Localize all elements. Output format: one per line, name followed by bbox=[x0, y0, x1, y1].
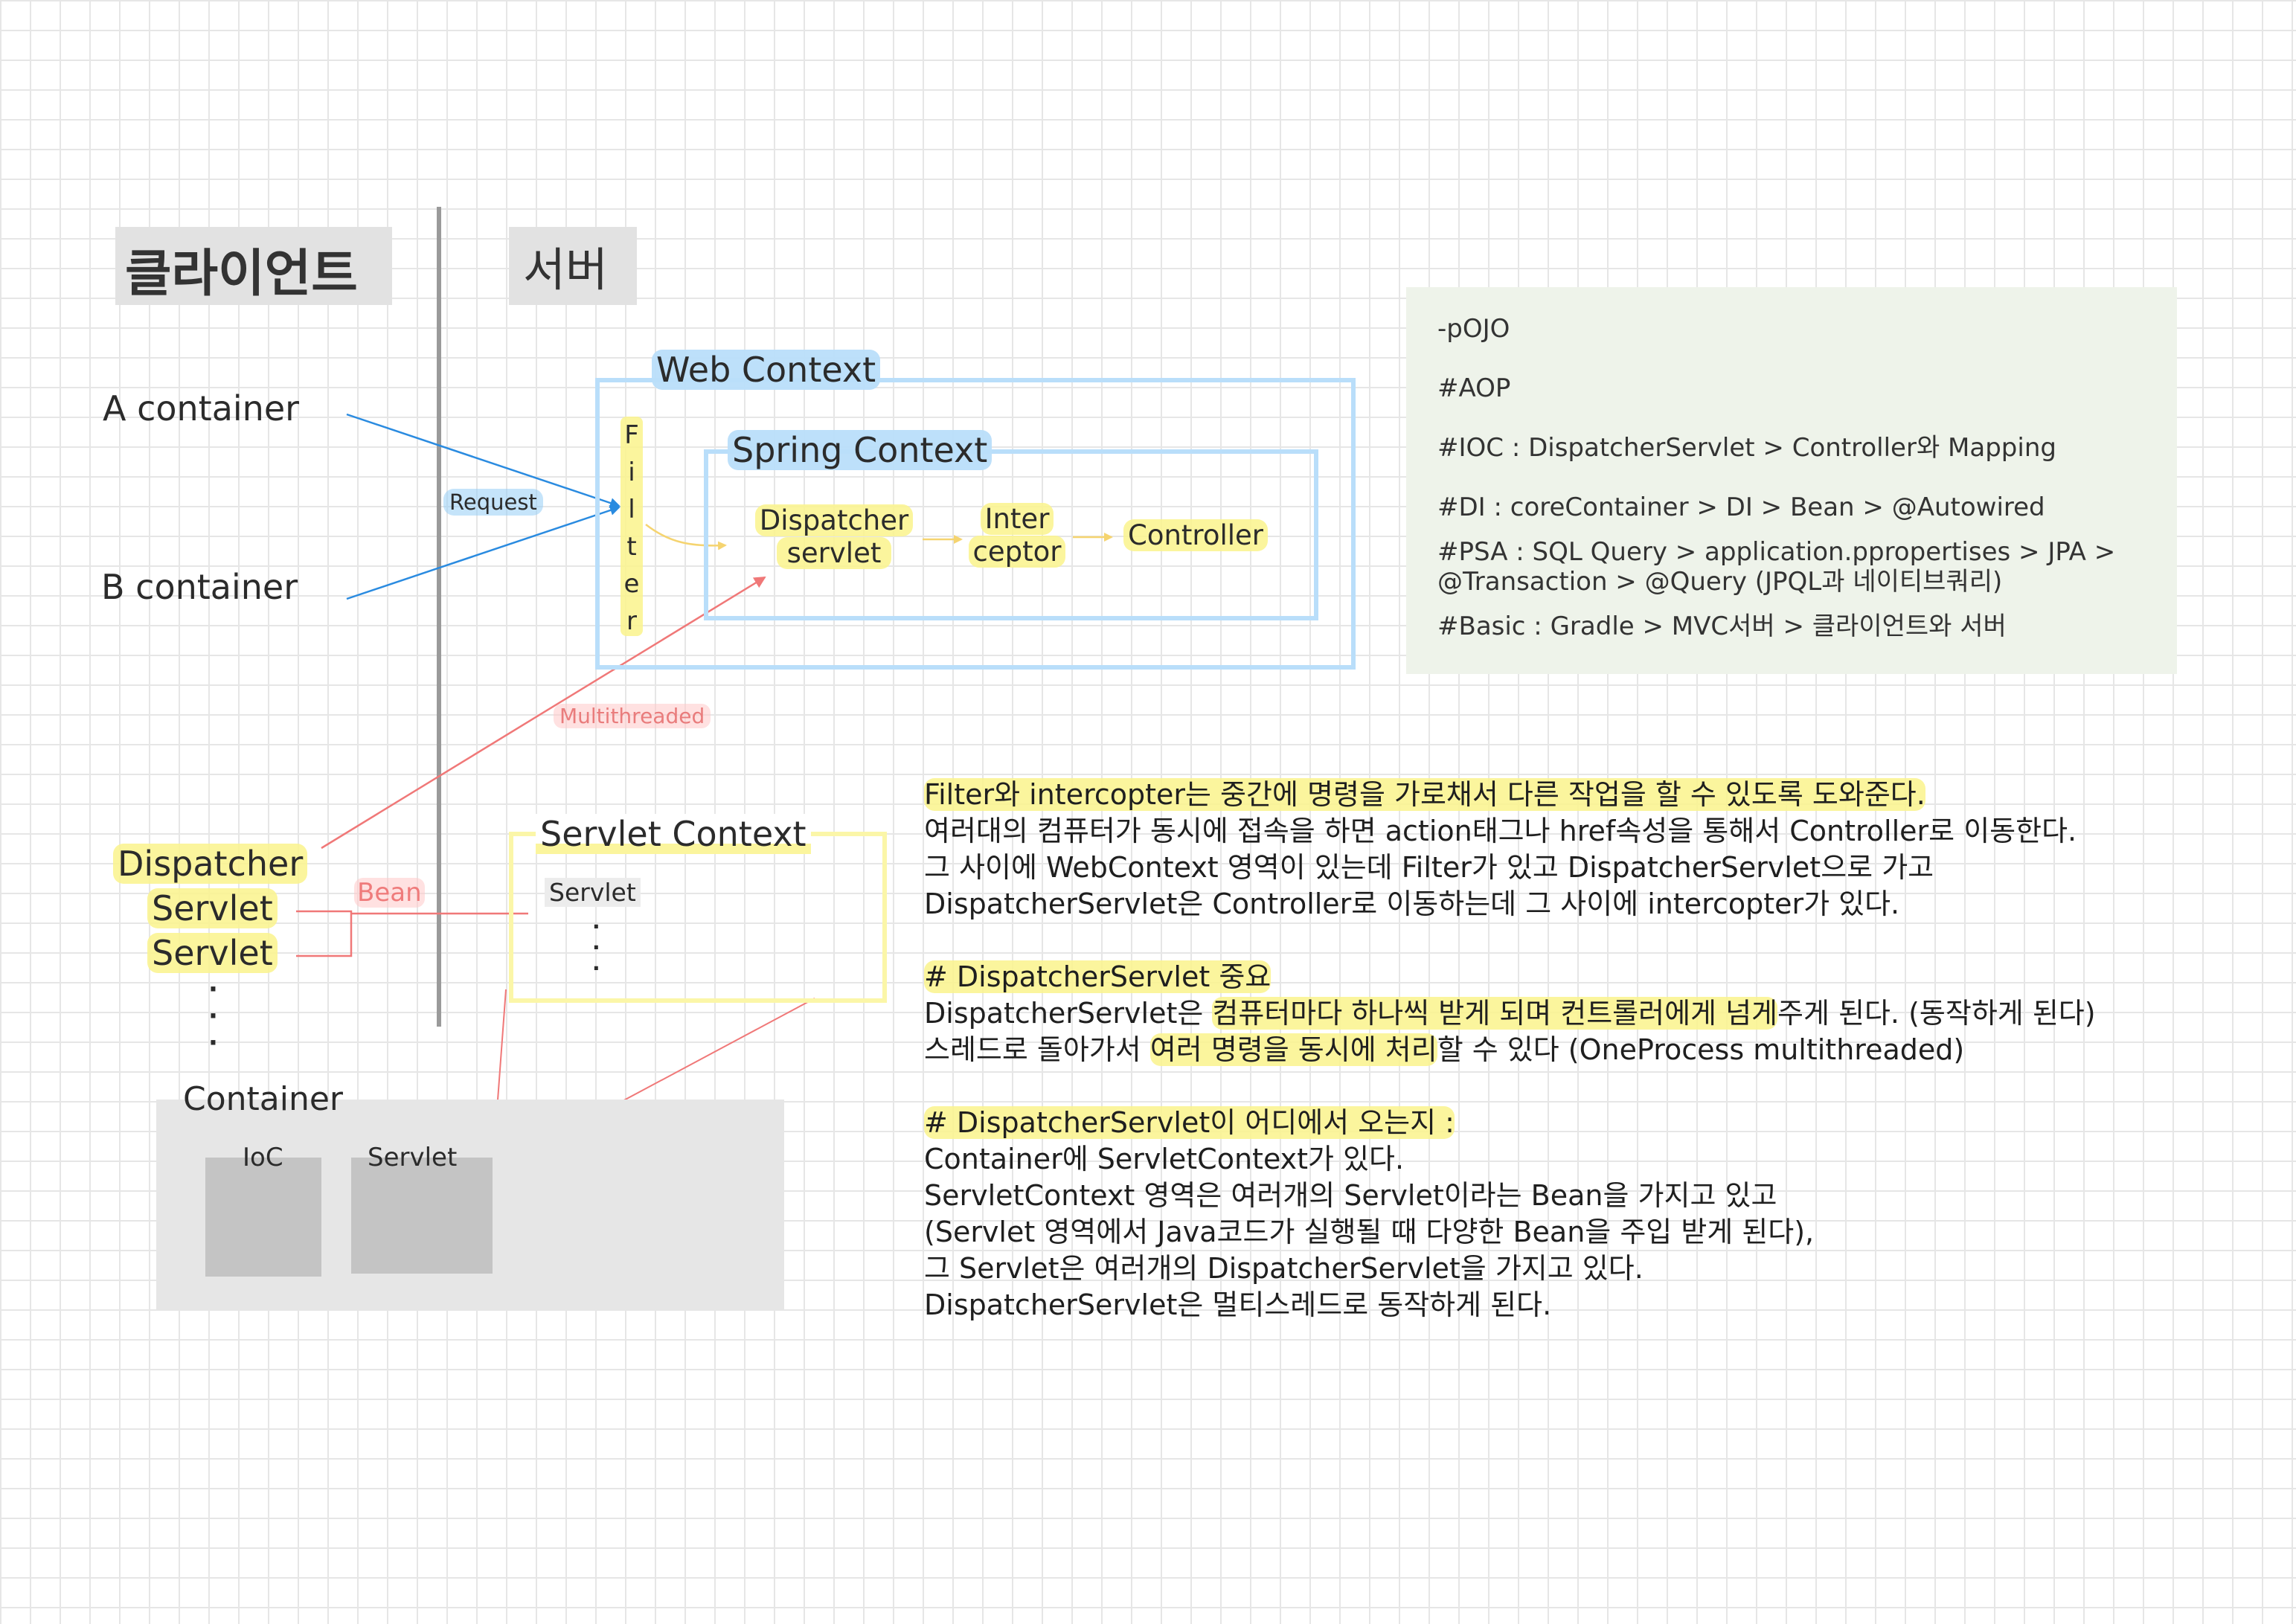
dispatcher-servlet-line2: servlet bbox=[776, 537, 892, 569]
bean-label: Bean bbox=[354, 878, 425, 908]
filter-label: F i l t e r bbox=[621, 417, 643, 640]
explanation-line: DispatcherServlet은 Controller로 이동하는데 그 사… bbox=[924, 888, 1900, 920]
left-dispatcher: Dispatcher bbox=[113, 844, 308, 884]
filter-strip bbox=[621, 417, 643, 636]
spring-context-box bbox=[704, 449, 1318, 620]
server-heading: 서버 bbox=[523, 243, 609, 297]
explanation-line: 여러대의 컴퓨터가 동시에 접속을 하면 action태그나 href속성을 통… bbox=[924, 815, 2077, 847]
explanation-line: DispatcherServlet은 멀티스레드로 동작하게 된다. bbox=[924, 1288, 1552, 1321]
explanation-line: Container에 ServletContext가 있다. bbox=[924, 1143, 1405, 1175]
web-context-title: Web Context bbox=[652, 350, 881, 390]
client-heading: 클라이언트 bbox=[125, 245, 358, 304]
explanation-line: ServletContext 영역은 여러개의 Servlet이라는 Bean을… bbox=[924, 1179, 1777, 1212]
container-link-left bbox=[496, 989, 507, 1111]
explanation-line: 스레드로 돌아가서 여러 명령을 동시에 처리할 수 있다 (OneProces… bbox=[924, 1033, 1965, 1066]
filter-letter: e bbox=[623, 569, 640, 599]
web-context-box bbox=[595, 378, 1356, 670]
note-psa: #PSA : SQL Query > application.pproperti… bbox=[1437, 537, 2116, 597]
request-arrow-a bbox=[346, 413, 621, 508]
interceptor-node: Inter ceptor bbox=[964, 503, 1070, 568]
request-arrow-b bbox=[346, 505, 621, 600]
client-b-container: B container bbox=[101, 567, 298, 607]
interceptor-line2: ceptor bbox=[968, 536, 1066, 568]
left-stack-dots: · · · bbox=[208, 975, 218, 1058]
explanation-line: Filter와 intercopter는 중간에 명령을 가로채서 다른 작업을… bbox=[924, 778, 1925, 811]
left-servlet-1: Servlet bbox=[147, 888, 278, 928]
servlet-box-label: Servlet bbox=[368, 1143, 458, 1172]
filter-letter: r bbox=[626, 606, 637, 636]
explanation-heading: # DispatcherServlet 중요 bbox=[924, 960, 1272, 993]
explanation-line: 그 Servlet은 여러개의 DispatcherServlet을 가지고 있… bbox=[924, 1252, 1644, 1285]
filter-letter: t bbox=[626, 532, 637, 562]
explanation-text: Filter와 intercopter는 중간에 명령을 가로채서 다른 작업을… bbox=[924, 777, 2096, 1323]
container-title: Container bbox=[183, 1080, 344, 1118]
dispatcher-servlet-node: Dispatcher servlet bbox=[737, 504, 931, 570]
filter-letter: i bbox=[628, 458, 635, 487]
servlet-context-servlet: Servlet bbox=[545, 878, 641, 907]
note-aop: #AOP bbox=[1437, 373, 1511, 403]
explanation-line: DispatcherServlet은 컴퓨터마다 하나씩 받게 되며 컨트롤러에… bbox=[924, 997, 2096, 1030]
note-pojo: -pOJO bbox=[1437, 314, 1510, 344]
servlet-context-dots: · · · bbox=[592, 914, 600, 981]
multithreaded-arrow bbox=[321, 576, 766, 850]
filter-letter: F bbox=[624, 420, 639, 450]
note-basic: #Basic : Gradle > MVC서버 > 클라이언트와 서버 bbox=[1437, 612, 2007, 641]
explanation-heading: # DispatcherServlet이 어디에서 오는지 : bbox=[924, 1106, 1455, 1139]
explanation-line: (Servlet 영역에서 Java코드가 실행될 때 다양한 Bean을 주입… bbox=[924, 1216, 1815, 1248]
server-heading-bg bbox=[509, 227, 637, 305]
dispatcher-servlet-line1: Dispatcher bbox=[754, 504, 914, 536]
client-a-container: A container bbox=[103, 388, 300, 429]
servlet-context-box bbox=[509, 832, 887, 1003]
ioc-box bbox=[205, 1158, 321, 1277]
servlet-context-title: Servlet Context bbox=[536, 814, 811, 854]
left-servlet-2: Servlet bbox=[147, 933, 278, 973]
note-di: #DI : coreContainer > DI > Bean > @Autow… bbox=[1437, 492, 2045, 522]
servlet-box bbox=[351, 1158, 493, 1274]
explanation-line: 그 사이에 WebContext 영역이 있는데 Filter가 있고 Disp… bbox=[924, 851, 1934, 884]
multithreaded-label: Multithreaded bbox=[554, 704, 711, 728]
spring-context-title: Spring Context bbox=[728, 430, 993, 470]
request-label: Request bbox=[443, 489, 543, 516]
interceptor-line1: Inter bbox=[980, 503, 1054, 535]
note-ioc: #IOC : DispatcherServlet > Controller와 M… bbox=[1437, 433, 2056, 463]
ioc-label: IoC bbox=[243, 1143, 283, 1172]
bean-bracket bbox=[296, 910, 353, 957]
flow-arrow-filter-dispatcher bbox=[645, 524, 727, 551]
filter-letter: l bbox=[628, 495, 635, 524]
notes-box: -pOJO #AOP #IOC : DispatcherServlet > Co… bbox=[1406, 287, 2177, 674]
client-heading-bg bbox=[115, 227, 392, 305]
controller-node: Controller bbox=[1123, 519, 1269, 551]
